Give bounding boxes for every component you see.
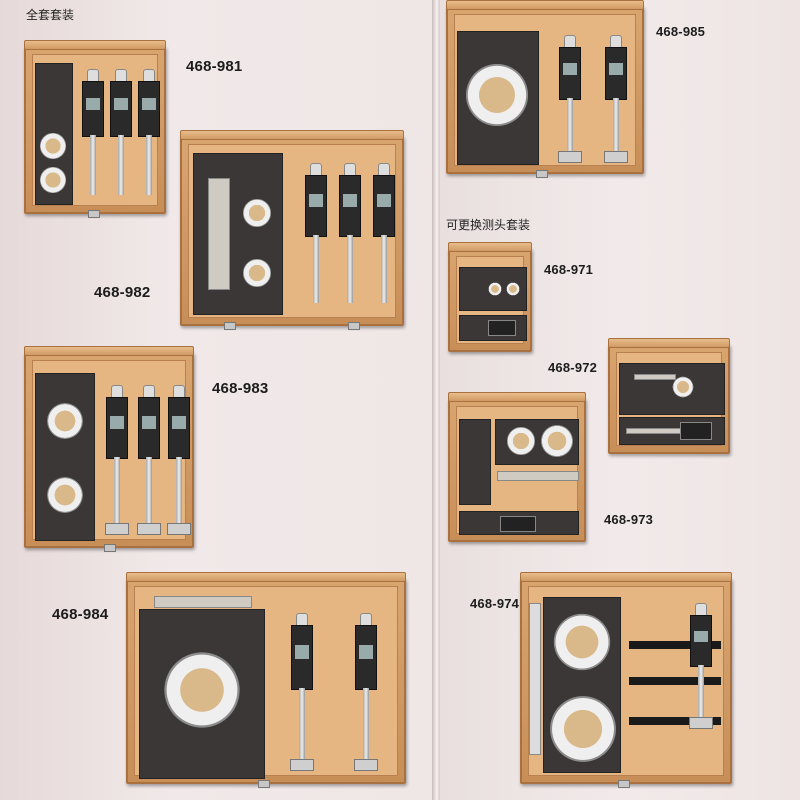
case-468-985	[446, 0, 644, 178]
foam-insert	[35, 63, 73, 205]
micrometer	[103, 385, 131, 535]
foam-insert	[459, 267, 527, 311]
setting-ring	[242, 198, 272, 228]
micrometer	[137, 69, 161, 205]
micrometer	[165, 385, 193, 535]
micrometer	[337, 163, 363, 313]
model-label: 468-982	[94, 284, 151, 301]
micrometer	[135, 385, 163, 535]
foam-insert	[543, 597, 621, 773]
micrometer	[285, 613, 319, 771]
case-468-983	[24, 346, 194, 552]
setting-ring	[39, 132, 67, 160]
setting-ring	[46, 476, 84, 514]
setting-ring	[39, 166, 67, 194]
model-label: 468-974	[470, 596, 520, 611]
model-label: 468-981	[186, 58, 243, 75]
setting-ring	[242, 258, 272, 288]
model-label: 468-985	[656, 24, 706, 39]
model-label: 468-971	[544, 262, 594, 277]
page-gutter	[432, 0, 440, 800]
micrometer	[371, 163, 397, 313]
case-468-973	[448, 392, 586, 542]
foam-insert	[457, 31, 539, 165]
case-468-984	[126, 572, 406, 788]
model-label: 468-973	[604, 512, 654, 527]
micrometer	[601, 35, 631, 163]
case-468-971	[448, 242, 532, 352]
section-label-interchangeable-set: 可更换测头套装	[446, 218, 531, 232]
model-label: 468-972	[548, 360, 598, 375]
model-label: 468-984	[52, 606, 109, 623]
case-468-981	[24, 40, 166, 218]
foam-insert	[193, 153, 283, 315]
foam-insert	[35, 373, 95, 541]
setting-ring	[552, 612, 612, 672]
foam-insert	[619, 363, 725, 415]
foam-insert	[495, 419, 579, 465]
setting-ring	[548, 694, 618, 764]
foam-insert	[139, 596, 265, 779]
case-468-972	[608, 338, 730, 454]
micrometer	[687, 603, 715, 729]
setting-ring	[46, 402, 84, 440]
micrometer	[109, 69, 133, 205]
case-468-974	[520, 572, 732, 788]
model-label: 468-983	[212, 380, 269, 397]
section-label-full-set: 全套套装	[26, 8, 75, 22]
setting-ring	[464, 62, 530, 128]
setting-ring	[162, 650, 242, 730]
micrometer	[81, 69, 105, 205]
micrometer	[349, 613, 383, 771]
case-468-982	[180, 130, 404, 330]
micrometer	[303, 163, 329, 313]
micrometer	[555, 35, 585, 163]
